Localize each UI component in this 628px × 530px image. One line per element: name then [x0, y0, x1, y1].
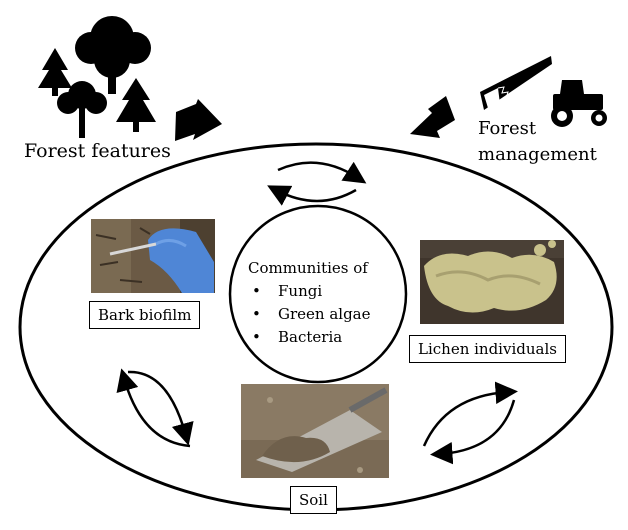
pine-tree-icon — [116, 78, 156, 132]
forest-management-label-line: Forest — [478, 118, 537, 139]
saw-icon — [480, 56, 552, 114]
community-list: Fungi Green algae Bacteria — [238, 280, 406, 349]
tractor-icon — [551, 80, 607, 127]
lichen-photo — [420, 240, 564, 324]
center-circle — [228, 204, 408, 384]
community-item: Bacteria — [238, 326, 406, 349]
forest-features-label: Forest features — [24, 140, 171, 162]
pine-tree-icon — [38, 48, 72, 96]
center-title: Communities of — [248, 259, 368, 277]
lichen-individuals-label: Lichen individuals — [409, 335, 566, 363]
deciduous-tree-icon — [57, 81, 107, 138]
cycle-arrows-icon — [267, 161, 367, 206]
forest-management-label-line: management — [478, 144, 597, 165]
cycle-arrows-icon — [116, 368, 194, 448]
forest-management-label: Forest management — [478, 116, 597, 168]
arrow-icon — [410, 96, 455, 138]
soil-label: Soil — [290, 486, 337, 514]
soil-photo — [241, 384, 389, 478]
deciduous-tree-icon — [75, 16, 151, 94]
community-item: Fungi — [238, 280, 406, 303]
arrow-icon — [175, 99, 222, 141]
tree-icon-group — [38, 16, 156, 138]
community-item: Green algae — [238, 303, 406, 326]
bark-biofilm-label: Bark biofilm — [89, 301, 201, 329]
cycle-arrows-icon — [422, 381, 518, 465]
center-communities: Communities of Fungi Green algae Bacteri… — [238, 257, 406, 349]
bark-photo — [91, 219, 215, 293]
